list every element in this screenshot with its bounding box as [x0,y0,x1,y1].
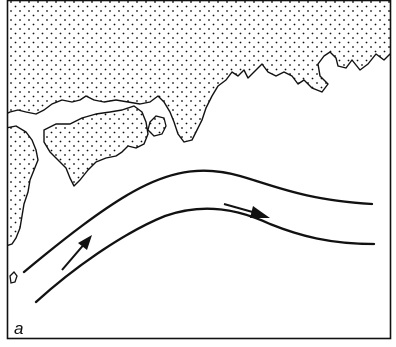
landmass-islet [9,271,18,284]
flow-arrow-left [61,235,92,271]
current-streamline-upper [22,169,374,274]
current-streamline-lower [34,207,376,304]
flow-arrow-right [223,203,270,218]
landmass-shikoku [43,105,149,187]
panel-label: a [14,319,23,338]
landmass-kyushu [7,125,39,247]
map-area [7,0,391,284]
landmass-main-island [7,0,391,143]
map-frame [6,0,392,340]
landmass-small-island [147,115,167,137]
